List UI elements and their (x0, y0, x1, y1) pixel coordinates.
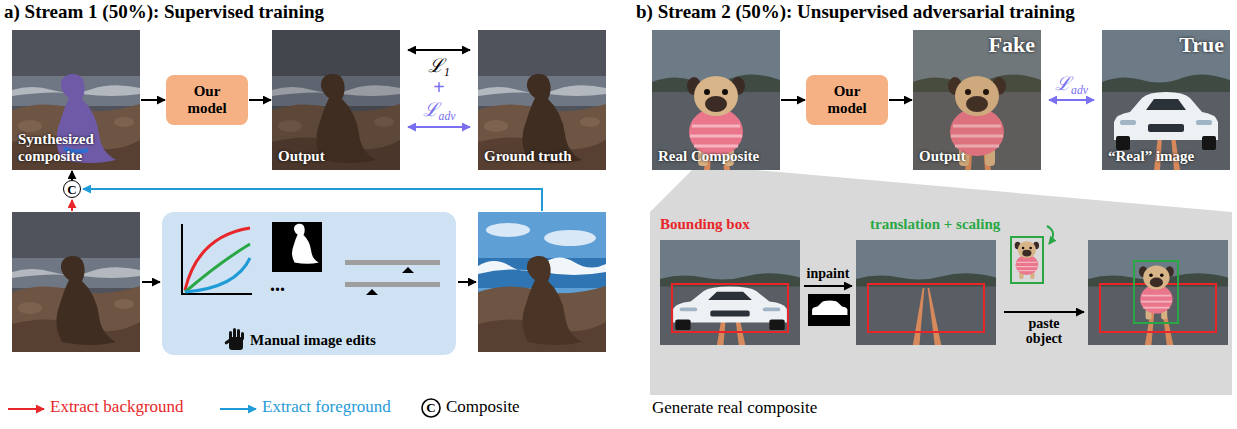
edit-panel-fill (162, 212, 456, 355)
slider-bar (345, 260, 440, 265)
inpainted-photo (856, 240, 996, 345)
real-photo (1102, 30, 1230, 170)
foreground-photo (478, 212, 606, 352)
slider-bar (345, 282, 440, 287)
composite-arrow (71, 171, 73, 180)
ellipsis: ... (270, 274, 285, 294)
mask-silhouette (292, 224, 319, 264)
box-label: Our model (174, 83, 240, 118)
flow-arrow (249, 99, 271, 101)
step-label: paste object (1013, 316, 1075, 347)
object-box (1134, 261, 1178, 323)
circle-letter: C (67, 183, 76, 196)
output-photo (913, 30, 1041, 170)
paste-arrow (1004, 311, 1084, 313)
composite-photo (12, 30, 140, 170)
output-photo (272, 30, 400, 170)
loss-label: ℒadv (1055, 74, 1088, 97)
panel-label: Manual image edits (250, 332, 376, 349)
loss-arrow (1049, 99, 1094, 101)
transform-arrow (1047, 226, 1053, 244)
inpaint-arrow (804, 285, 852, 287)
photo-panel: Output (272, 30, 400, 170)
image-caption: Synthesized composite (18, 131, 130, 165)
photo-panel: Real Composite (652, 30, 780, 170)
legend-blue-arrow (220, 408, 256, 410)
real-composite-photo (652, 30, 780, 170)
foreground-arrow (83, 189, 542, 211)
legend-text: Composite (446, 398, 520, 417)
photo-panel: FakeOutput (913, 30, 1041, 170)
image-caption: Real Composite (658, 148, 759, 165)
hand-icon (224, 328, 244, 350)
pasted-photo (1088, 240, 1228, 345)
legend-text: Extract foreground (262, 398, 391, 417)
image-caption: Ground truth (484, 148, 572, 165)
flow-arrow (889, 99, 912, 101)
panel-heading: b) Stream 2 (50%): Unsupervised adversar… (636, 1, 1075, 23)
background-arrow (71, 200, 73, 211)
model-box: Our model (166, 75, 248, 125)
composite-circle: C (63, 180, 81, 198)
slider-knob (402, 267, 414, 273)
car-mask (808, 294, 850, 326)
background-photo (12, 212, 140, 352)
photo-panel: Synthesized composite (12, 30, 140, 170)
green-curve (185, 244, 250, 292)
car-mask-silhouette (812, 301, 847, 315)
photo-panel: Ground truth (478, 30, 606, 170)
legend-red-arrow (8, 408, 44, 410)
loss-label: ℒ1 (428, 56, 450, 79)
bounding-box (868, 284, 984, 332)
pasted-object (1139, 266, 1174, 320)
zoom-wedge (650, 170, 1232, 212)
box-label: Our model (814, 83, 880, 118)
ground-truth-photo (478, 30, 606, 170)
flow-arrow (781, 99, 805, 101)
flow-arrow (142, 281, 160, 283)
generation-panel: Generate real composite (650, 212, 1232, 395)
red-curve (185, 228, 250, 290)
panel-heading: a) Stream 1 (50%): Supervised training (4, 1, 324, 23)
legend-symbol: C (422, 399, 440, 417)
bounding-box (672, 284, 788, 332)
model-box: Our model (806, 75, 888, 125)
object-cutout (1015, 241, 1039, 279)
step-label: inpaint (807, 266, 850, 281)
generation-panel-fill (650, 212, 1232, 395)
verdict-label: True (1179, 33, 1224, 58)
image-caption: Output (919, 148, 966, 165)
edit-panel: ... Manual image edits (162, 212, 456, 355)
panel-caption: Generate real composite (652, 399, 817, 418)
plus-sign: + (433, 77, 444, 97)
loss-arrow (408, 126, 470, 128)
annotation: Bounding box (660, 216, 750, 233)
object-box (1011, 237, 1043, 283)
blue-curve (185, 258, 250, 292)
verdict-label: Fake (989, 33, 1035, 58)
legend-composite-circle (422, 399, 440, 417)
annotation: translation + scaling (870, 216, 1000, 233)
seal-mask (272, 222, 322, 272)
slider-knob (366, 289, 378, 295)
flow-arrow (458, 281, 476, 283)
flow-arrow (141, 99, 165, 101)
legend-text: Extract background (50, 398, 184, 417)
curve-axes (182, 224, 252, 294)
car-photo (660, 240, 800, 345)
image-caption: “Real” image (1108, 148, 1194, 165)
loss-arrow (408, 49, 470, 51)
photo-panel: True “Real” image (1102, 30, 1230, 170)
loss-label: ℒadv (423, 100, 456, 123)
image-caption: Output (278, 148, 325, 165)
